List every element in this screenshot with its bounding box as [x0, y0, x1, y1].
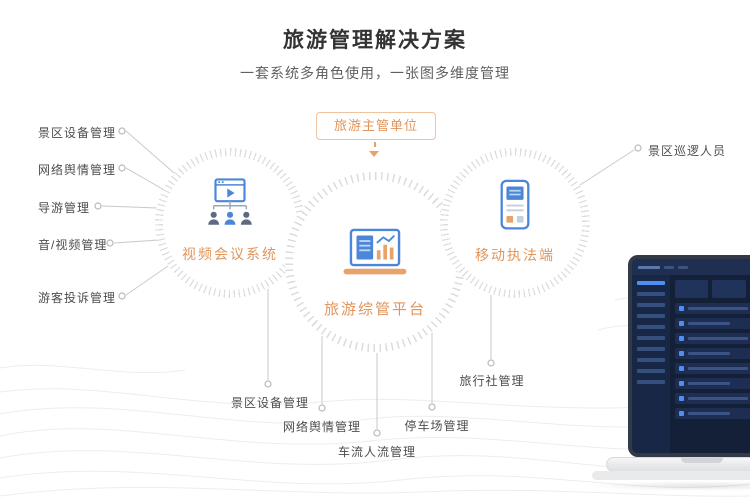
page-subtitle: 一套系统多角色使用，一张图多维度管理 — [240, 65, 510, 81]
feature-label-scenic-equipment-bottom: 景区设备管理 — [230, 396, 310, 410]
dashboard-sidebar — [632, 275, 670, 453]
feature-label-patrol-staff: 景区巡逻人员 — [648, 144, 727, 158]
platform-label: 旅游综管平台 — [323, 301, 426, 318]
video-conference-label: 视频会议系统 — [182, 246, 278, 262]
feature-label-audio-video: 音/视频管理 — [38, 238, 108, 252]
laptop-shadow — [588, 481, 750, 491]
laptop-base-lip — [592, 471, 750, 480]
feature-label-tourist-complaints: 游客投诉管理 — [38, 291, 117, 305]
feature-label-parking: 停车场管理 — [404, 419, 470, 433]
feature-label-scenic-equipment-left: 景区设备管理 — [38, 126, 117, 140]
feature-label-network-sentiment-left: 网络舆情管理 — [38, 163, 117, 177]
feature-label-traffic-flow: 车流人流管理 — [337, 445, 417, 459]
page-title: 旅游管理解决方案 — [283, 29, 467, 52]
feature-label-travel-agency: 旅行社管理 — [459, 374, 525, 388]
circle-platform: 旅游综管平台 — [285, 172, 465, 352]
video-conference-icon — [201, 174, 259, 237]
circle-mobile-enforcement: 移动执法端 — [440, 148, 590, 298]
feature-label-network-sentiment-bottom: 网络舆情管理 — [282, 420, 362, 434]
dashboard-topbar — [632, 259, 750, 275]
down-arrow-icon — [369, 151, 379, 157]
dashboard-main — [670, 275, 750, 453]
dashboard-screen — [628, 255, 750, 457]
mobile-enforcement-label: 移动执法端 — [475, 247, 555, 263]
circle-video-conference: 视频会议系统 — [155, 148, 305, 298]
feature-label-guide-management: 导游管理 — [38, 201, 91, 215]
mobile-device-icon — [494, 178, 536, 240]
platform-laptop-icon — [338, 228, 412, 285]
org-unit-node: 旅游主管单位 — [316, 112, 436, 140]
down-arrow-stem — [374, 142, 376, 147]
laptop-base — [606, 457, 750, 472]
